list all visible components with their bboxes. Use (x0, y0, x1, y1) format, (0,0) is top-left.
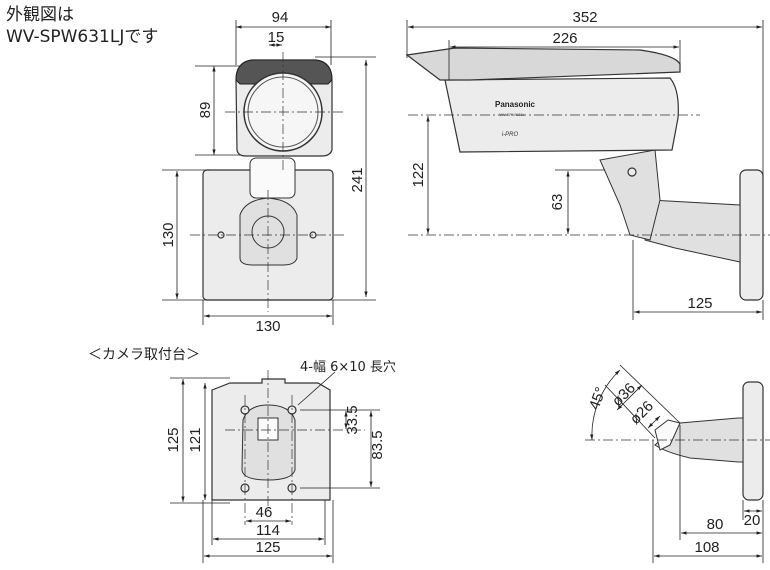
front-view: 94 15 89 241 130 130 (160, 9, 376, 335)
dim-33-5: 33.5 (344, 405, 361, 434)
dim-125-mount-horizontal: 125 (255, 539, 280, 556)
dim-108: 108 (694, 539, 719, 556)
wall-plate-bracket (742, 381, 764, 501)
mount-hub (241, 404, 296, 481)
hood-front (235, 59, 333, 85)
dim-94: 94 (272, 9, 289, 26)
title-line-1: 外観図は (6, 5, 74, 25)
screw-icon (627, 167, 637, 177)
dim-226: 226 (552, 30, 577, 47)
sunshield-side (405, 47, 681, 81)
arm-front (249, 157, 296, 199)
dim-125-side: 125 (687, 295, 712, 312)
dim-241: 241 (349, 167, 366, 192)
dim-130-vertical: 130 (160, 222, 177, 247)
brand-label: Panasonic (495, 100, 536, 109)
page-title: 外観図は WV-SPW631LJです (6, 4, 158, 48)
joint-side (599, 149, 661, 241)
dim-89: 89 (197, 102, 214, 119)
dim-352: 352 (572, 9, 597, 26)
dia-36: ø36 (609, 380, 639, 410)
dim-46: 46 (256, 504, 273, 521)
dim-15: 15 (268, 29, 285, 46)
mount-view: 125 121 33.5 83.5 46 114 125 (165, 370, 386, 563)
title-line-2: WV-SPW631LJです (6, 27, 159, 47)
dim-80: 80 (707, 516, 724, 533)
dim-121: 121 (187, 427, 204, 452)
dim-114: 114 (256, 522, 280, 539)
side-view: Panasonic WV-SPW631L i-PRO 352 226 122 6… (405, 9, 770, 320)
dim-63: 63 (549, 194, 566, 211)
model-label: WV-SPW631L (499, 112, 525, 117)
dim-125-mount-vertical: 125 (165, 427, 182, 452)
dim-130-horizontal: 130 (255, 318, 280, 335)
angle-45: 45° (586, 385, 610, 412)
bracket-arm-side (644, 199, 741, 263)
logo-text: i-PRO (502, 132, 519, 138)
bracket-view: 45° ø36 ø26 20 80 108 (585, 364, 770, 563)
dim-20: 20 (744, 512, 761, 529)
slot-note: 4-幅 6×10 長穴 (300, 360, 396, 375)
dim-83-5: 83.5 (369, 430, 386, 459)
mount-caption: ＜カメラ取付台＞ (88, 347, 200, 363)
dim-122: 122 (410, 162, 427, 187)
bracket-tip (654, 419, 681, 451)
